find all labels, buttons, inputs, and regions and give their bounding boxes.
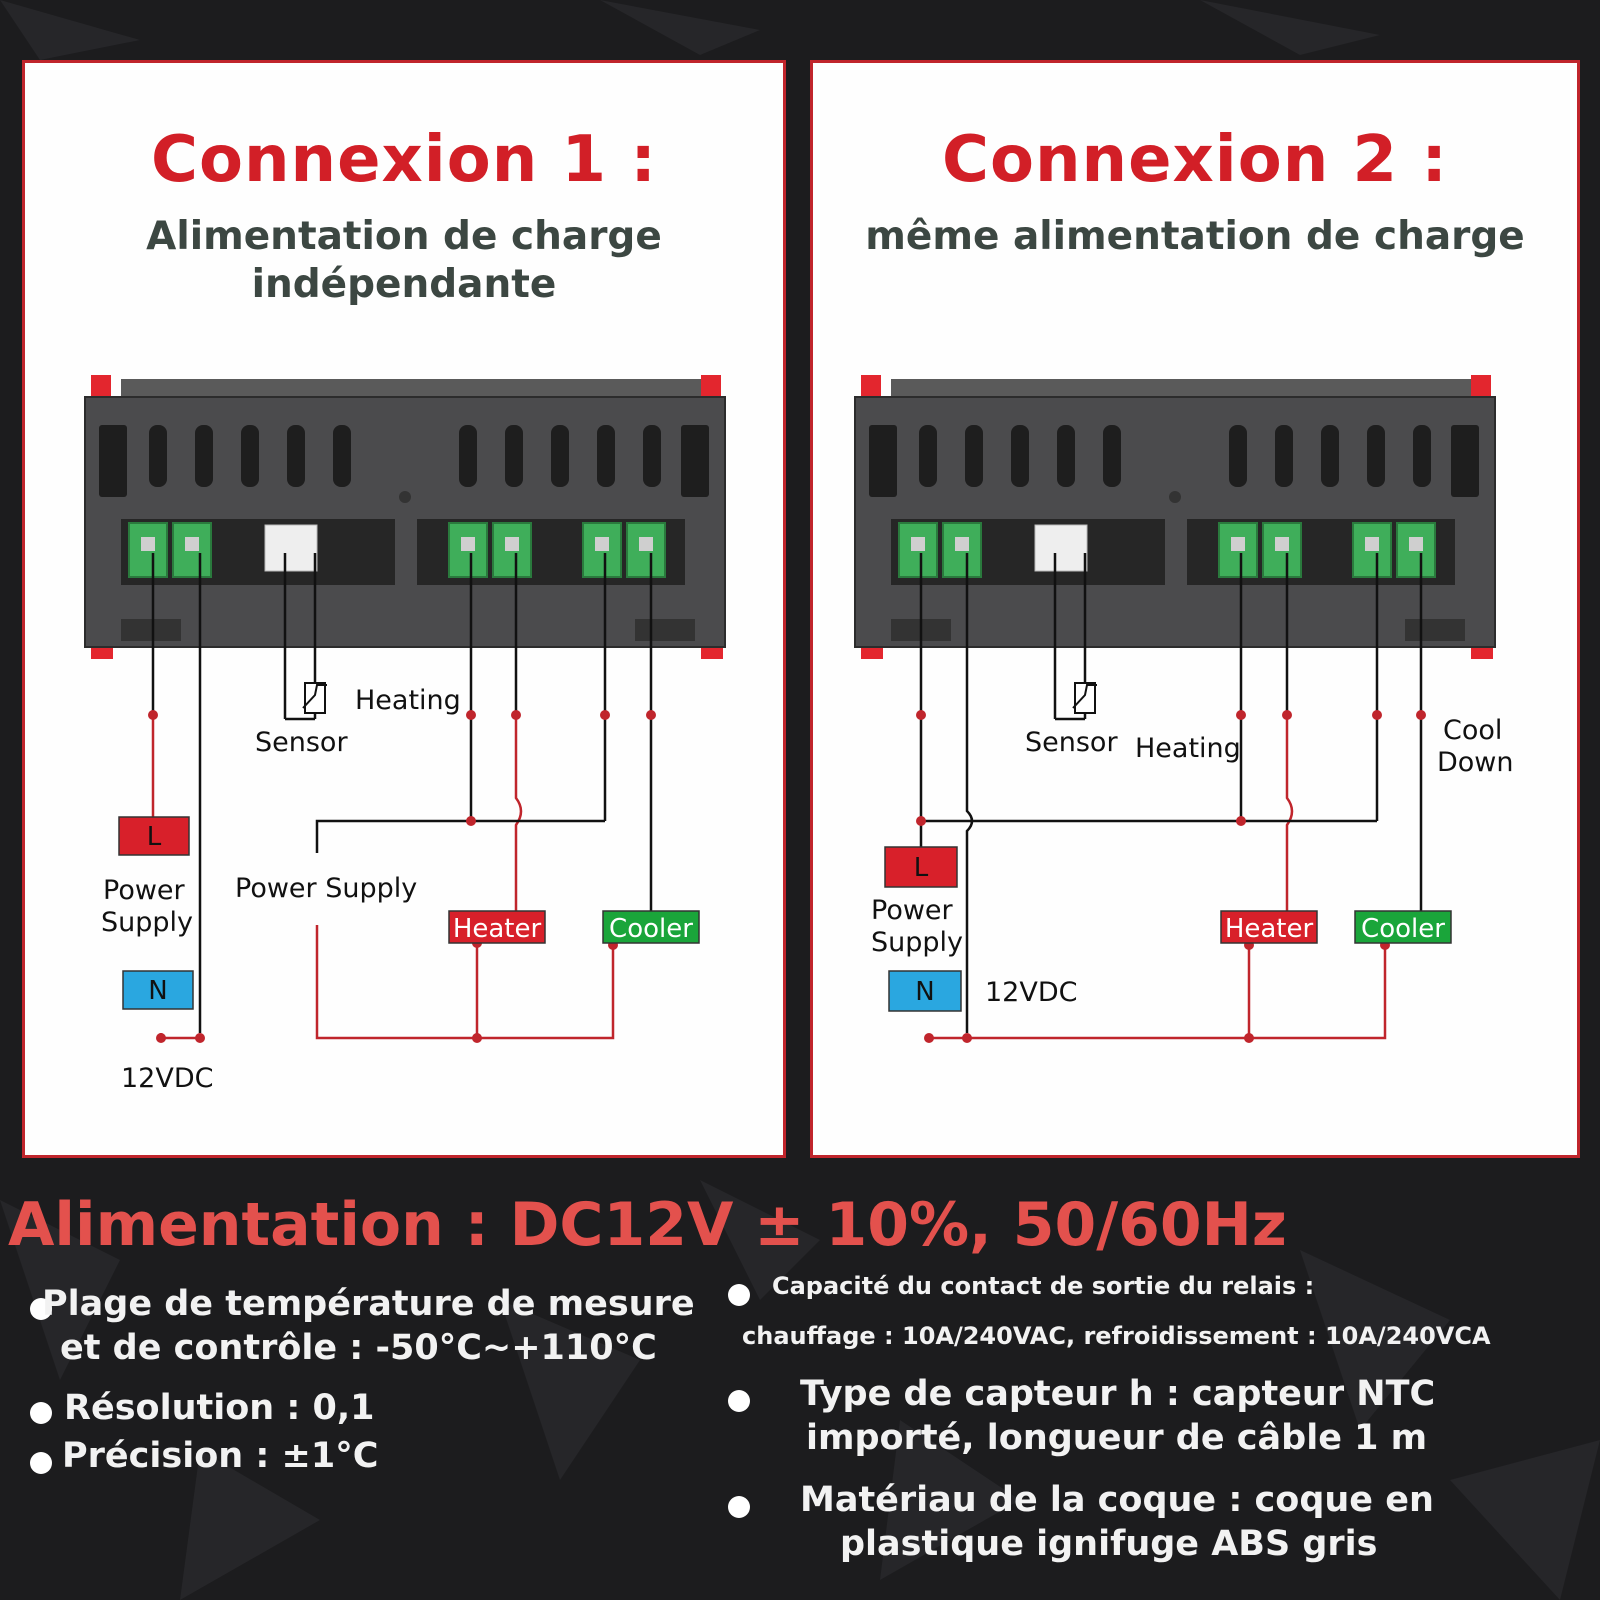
l-terminal — [884, 846, 958, 888]
bullet-icon — [30, 1298, 52, 1320]
spec-temperature-range: Plage de température de mesure et de con… — [42, 1284, 695, 1368]
l-terminal-label: L — [914, 853, 929, 883]
n-terminal-label: N — [915, 977, 934, 1007]
bullet-icon — [30, 1402, 52, 1424]
ntc-sensor-icon — [1072, 682, 1097, 714]
cooler-block — [602, 910, 700, 944]
panel-subtitle: même alimentation de charge — [865, 214, 1525, 259]
spec-relay-capacity-title: Capacité du contact de sortie du relais … — [772, 1272, 1315, 1300]
spec-resolution: Résolution : 0,1 — [64, 1388, 375, 1428]
l-terminal — [118, 816, 190, 856]
heater-block — [448, 910, 546, 944]
down-label: Down — [1437, 747, 1514, 778]
sensor-label: Sensor — [1025, 727, 1118, 758]
cooler-label: Cooler — [1361, 914, 1445, 944]
wiring-diagram-2: L N Heater Cooler Sensor Heating Cool Do… — [854, 375, 1514, 1043]
connexion-1-panel: Connexion 1 : Alimentation de charge ind… — [22, 60, 786, 1158]
n-terminal — [122, 970, 194, 1010]
cool-label: Cool — [1443, 715, 1502, 746]
thermostat-device-icon — [854, 375, 1496, 659]
sensor-label: Sensor — [255, 727, 348, 758]
panel-title: Connexion 1 : — [151, 123, 657, 197]
spec-sensor-type: Type de capteur h : capteur NTC importé,… — [800, 1374, 1436, 1458]
heater-label: Heater — [453, 914, 542, 944]
voltage-label: 12VDC — [985, 977, 1077, 1008]
voltage-label: 12VDC — [121, 1063, 213, 1094]
n-terminal — [888, 970, 962, 1012]
spec-housing-material: Matériau de la coque : coque en plastiqu… — [800, 1480, 1434, 1564]
panel-subtitle: Alimentation de charge indépendante — [146, 214, 662, 307]
cooler-block — [1354, 910, 1452, 944]
spec-relay-capacity-values: chauffage : 10A/240VAC, refroidissement … — [742, 1322, 1491, 1350]
heater-label: Heater — [1225, 914, 1314, 944]
supply-label: Supply — [101, 907, 193, 938]
power-label: Power — [871, 895, 954, 926]
cooler-label: Cooler — [609, 914, 693, 944]
panel-title: Connexion 2 : — [942, 123, 1448, 197]
bullet-icon — [728, 1390, 750, 1412]
spec-precision: Précision : ±1°C — [62, 1436, 379, 1476]
supply-label: Supply — [871, 927, 963, 958]
l-terminal-label: L — [147, 822, 162, 852]
power-label: Power — [103, 875, 186, 906]
heating-label: Heating — [355, 685, 461, 716]
wiring-diagram-1: L N Heater Cooler Sensor Heating Power S… — [84, 375, 726, 1094]
power-supply-label: Power Supply — [235, 873, 417, 904]
connexion-2-panel: Connexion 2 : même alimentation de charg… — [810, 60, 1580, 1158]
bullet-icon — [728, 1496, 750, 1518]
heater-block — [1220, 910, 1318, 944]
supply-headline: Alimentation : DC12V ± 10%, 50/60Hz — [8, 1190, 1287, 1260]
bullet-icon — [728, 1284, 750, 1306]
thermostat-device-icon — [84, 375, 726, 659]
n-terminal-label: N — [148, 976, 167, 1006]
ntc-sensor-icon — [302, 682, 327, 714]
bullet-icon — [30, 1452, 52, 1474]
heating-label: Heating — [1135, 733, 1241, 764]
